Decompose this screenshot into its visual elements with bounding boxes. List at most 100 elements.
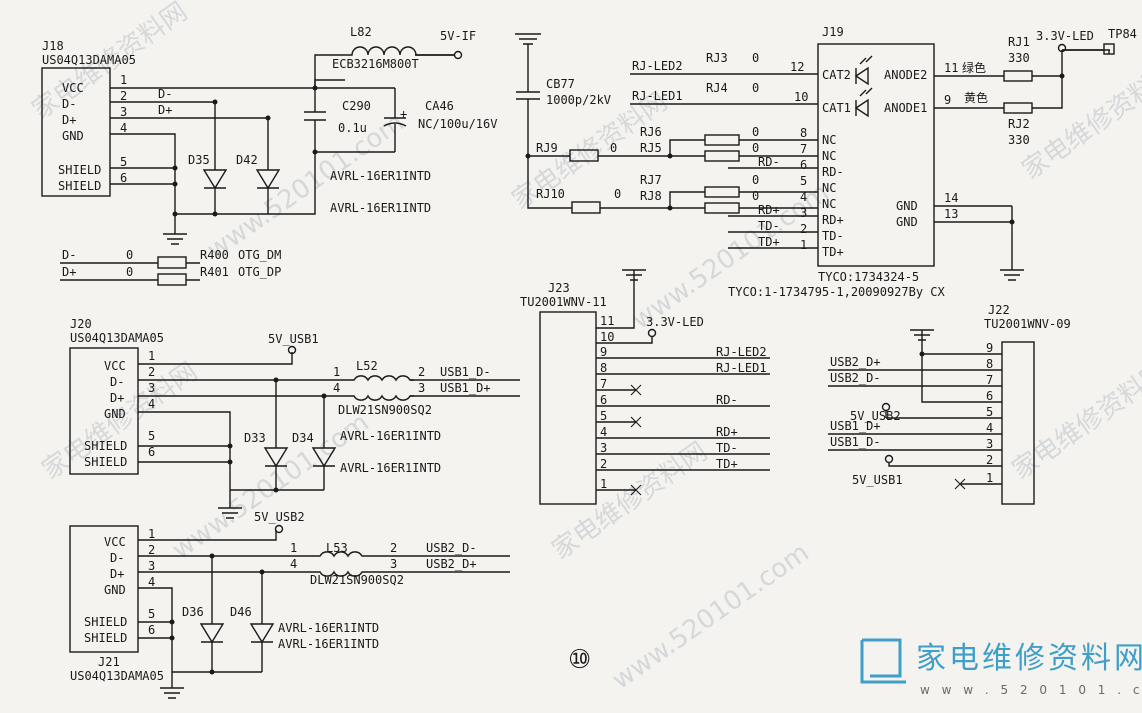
j19-pin-num: 2 <box>800 222 807 236</box>
junction-dot <box>209 669 215 675</box>
net-td-plus: TD+ <box>758 235 780 249</box>
net-usb1-dm: USB1_D- <box>830 435 881 449</box>
net-5v-usb1: 5V_USB1 <box>852 473 903 487</box>
rj10-wire <box>600 191 705 209</box>
rj9-resistor <box>569 149 599 162</box>
j23-pin-num: 8 <box>600 361 607 375</box>
j20-connector-body <box>69 347 139 475</box>
label-green: 绿色 <box>962 60 986 75</box>
rj3-value: 0 <box>752 51 759 65</box>
d35-tvs-diode <box>202 102 228 214</box>
rj6-ref: RJ6 <box>640 125 662 139</box>
net-usb2-dm: USB2_D- <box>426 541 477 555</box>
net-usb2-dm: USB2_D- <box>830 371 881 385</box>
d33-ref: D33 <box>244 431 266 445</box>
j21-pin-wires <box>138 530 300 672</box>
rj9-wire <box>528 139 705 157</box>
ground-icon <box>163 214 187 245</box>
rj7-value: 0 <box>752 173 759 187</box>
j20-pin-num: 4 <box>148 397 155 411</box>
j18-ref: J18 <box>42 39 64 53</box>
l53-pin: 4 <box>290 557 297 571</box>
rj6-resistor <box>704 134 740 146</box>
rj9-ref: RJ9 <box>536 141 558 155</box>
j19-pin: CAT2 <box>822 68 851 82</box>
l82-part: ECB3216M800T <box>332 57 419 71</box>
tp84-ref: TP84 <box>1108 27 1137 41</box>
j21-section: VCC D- D+ GND SHIELD SHIELD 1 2 3 4 5 6 … <box>69 510 510 699</box>
ground-icon <box>160 672 184 699</box>
j21-pin-num: 3 <box>148 559 155 573</box>
otg-section: D- D+ 0 0 R400 OTG_DM R401 OTG_DP <box>60 248 281 286</box>
j20-ref: J20 <box>70 317 92 331</box>
net-rd-plus: RD+ <box>716 425 738 439</box>
j18-net-dp: D+ <box>158 103 172 117</box>
junction-dot <box>169 619 175 625</box>
net-5v-if: 5V-IF <box>440 29 476 43</box>
j22-part: TU2001WNV-09 <box>984 317 1071 331</box>
j22-pin-wires <box>828 329 1002 485</box>
j23-connector-body <box>539 311 597 505</box>
junction-dot <box>919 351 925 357</box>
net-usb2-dp: USB2_D+ <box>426 557 477 571</box>
net-rj-led1: RJ-LED1 <box>632 89 683 103</box>
r400-ref: R400 <box>200 248 229 262</box>
junction-dot <box>212 99 218 105</box>
watermark-url: www.520101.com <box>607 538 815 696</box>
j21-pin-label: VCC <box>104 535 126 549</box>
j19-pin: RD+ <box>822 213 844 227</box>
c290-value: 0.1u <box>338 121 367 135</box>
d46-ref: D46 <box>230 605 252 619</box>
net-5v-if-terminal <box>453 50 463 60</box>
junction-dot <box>227 459 233 465</box>
j18-pin-label: VCC <box>62 81 84 95</box>
d42-ref: D42 <box>236 153 258 167</box>
junction-dot <box>273 377 279 383</box>
l52-part: DLW21SN900SQ2 <box>338 403 432 417</box>
rj7-resistor <box>704 186 740 198</box>
j23-part: TU2001WNV-11 <box>520 295 607 309</box>
watermark-text: 家电维修资料网 <box>1007 357 1142 486</box>
net-usb1-dp: USB1_D+ <box>440 381 491 395</box>
junction-dot <box>259 569 265 575</box>
ca46-plus: + <box>400 107 407 121</box>
net-rj-led2: RJ-LED2 <box>716 345 767 359</box>
net-rj-led2: RJ-LED2 <box>632 59 683 73</box>
net-3v3-led-terminal <box>647 328 657 338</box>
j23-pin-num: 6 <box>600 393 607 407</box>
j20-pin-wires <box>138 352 350 490</box>
j19-anode2: ANODE2 <box>884 68 927 82</box>
net-usb2-dp: USB2_D+ <box>830 355 881 369</box>
rj1-value: 330 <box>1008 51 1030 65</box>
no-connect-icon <box>954 478 966 490</box>
j18-part: US04Q13DAMA05 <box>42 53 136 67</box>
j18-pin-num: 1 <box>120 73 127 87</box>
otg-dm: D- <box>62 248 76 262</box>
l53-common-mode-choke <box>300 551 510 577</box>
rj10-value: 0 <box>614 187 621 201</box>
j19-pin-13: 13 <box>944 207 958 221</box>
net-5v-usb2-terminal <box>881 402 891 412</box>
net-3v3-led: 3.3V-LED <box>1036 29 1094 43</box>
j19-pin: TD+ <box>822 245 844 259</box>
j18-section: J18 US04Q13DAMA05 VCC D- D+ GND SHIELD S… <box>41 25 497 245</box>
site-logo: 家电维修资料网 w w w . 5 2 0 1 0 1 . c o m <box>860 638 1142 697</box>
l52-ref: L52 <box>356 359 378 373</box>
j18-pin-num: 3 <box>120 105 127 119</box>
j20-pin-num: 3 <box>148 381 155 395</box>
net-rd-minus: RD- <box>716 393 738 407</box>
led-yellow-icon <box>854 87 873 118</box>
ground-icon <box>218 490 242 519</box>
j23-pin-wires <box>596 357 770 491</box>
l82-ref: L82 <box>350 25 372 39</box>
j19-pin: RD- <box>822 165 844 179</box>
l52-pin: 2 <box>418 365 425 379</box>
net-td-minus: TD- <box>758 219 780 233</box>
rj7-ref: RJ7 <box>640 173 662 187</box>
ca46-value: NC/100u/16V <box>418 117 497 131</box>
j23-section: J23 TU2001WNV-11 3.3V-LED 11 10 9 8 7 6 … <box>520 269 770 505</box>
j18-data-wires <box>110 101 268 214</box>
l52-pin: 3 <box>418 381 425 395</box>
j21-pin-label: D- <box>110 551 124 565</box>
j23-pin-num: 3 <box>600 441 607 455</box>
